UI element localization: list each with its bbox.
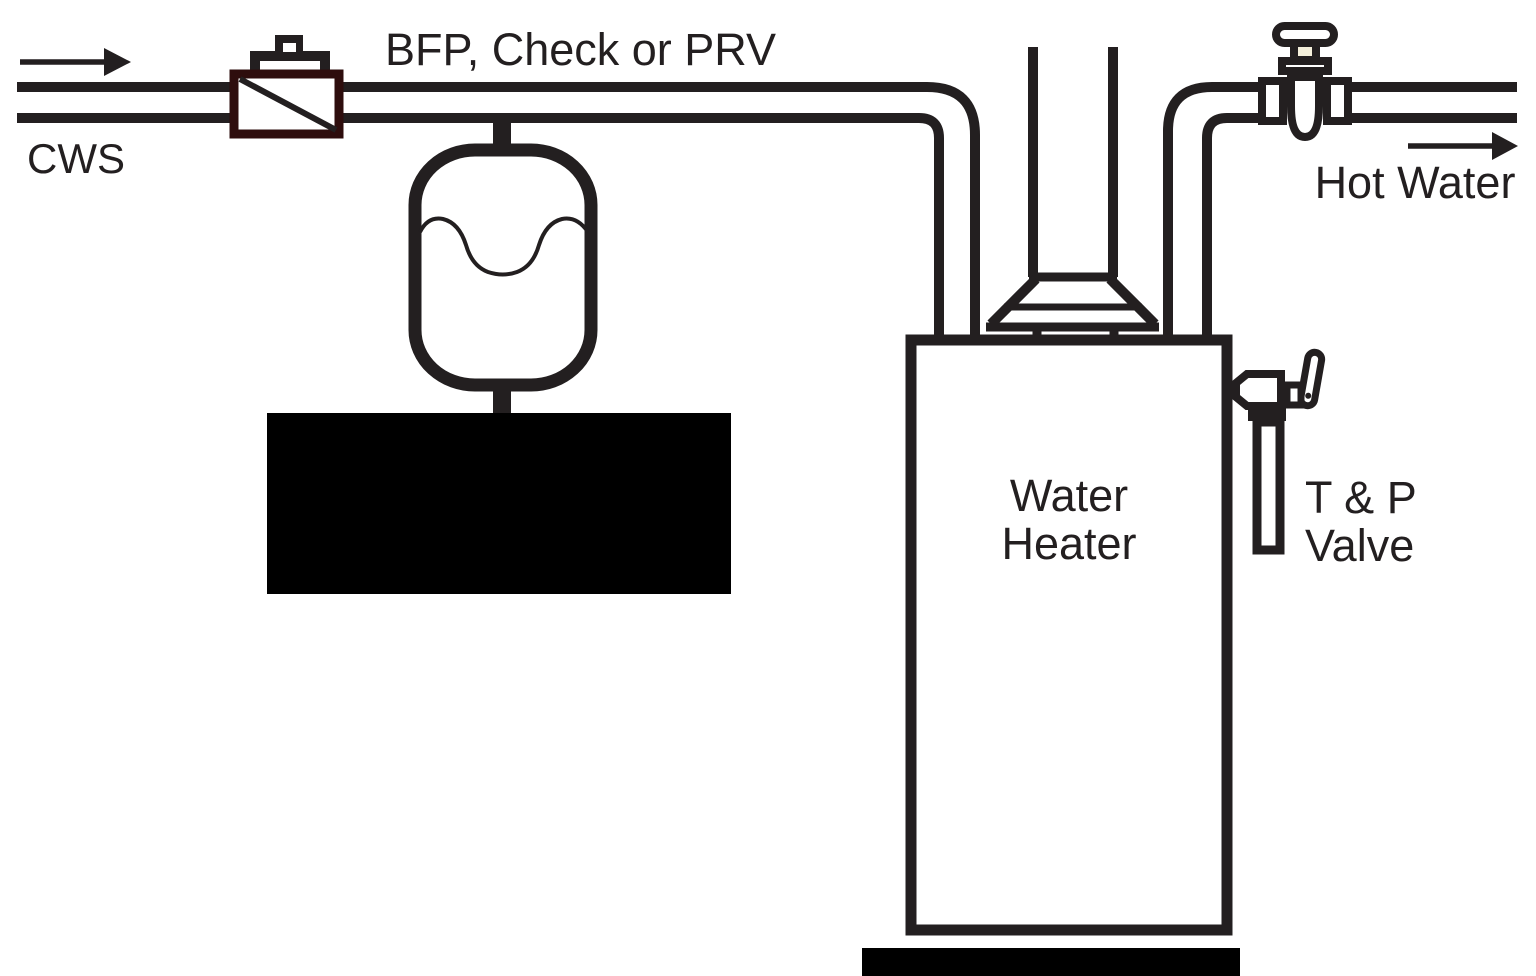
valve-union-right — [1323, 77, 1352, 125]
tp-label-line1: T & P — [1305, 472, 1417, 523]
water-heater-tank: Water Heater — [905, 334, 1233, 936]
hot-water-pipe — [1163, 82, 1517, 340]
bfp-bonnet-bracket — [250, 51, 330, 72]
flue-vent-pipe — [1028, 47, 1118, 277]
tp-valve-elbow — [1248, 404, 1286, 421]
hot-water-flow-arrow-icon — [1408, 132, 1518, 160]
thermal-expansion-tank — [408, 114, 598, 414]
bfp-cap-notch — [283, 43, 296, 52]
hot-water-shutoff-valve — [1258, 22, 1352, 142]
bfp-diagonal — [238, 76, 338, 133]
tp-valve-body — [1232, 370, 1285, 410]
tp-valve-outlet — [1283, 381, 1305, 409]
discharge-pipe — [1252, 417, 1285, 555]
tank-shell — [408, 143, 598, 392]
bfp-label: BFP, Check or PRV — [385, 24, 776, 75]
cold-water-supply-pipe — [17, 82, 980, 340]
draft-hood — [986, 272, 1159, 341]
valve-center-body — [1287, 73, 1323, 142]
valve-handle — [1272, 22, 1338, 47]
water-heater-label-line2: Heater — [1001, 518, 1136, 569]
redaction-bar — [862, 948, 1240, 976]
hot-water-label: Hot Water — [1315, 157, 1516, 208]
tp-label-line2: Valve — [1305, 520, 1414, 571]
redaction-box — [267, 413, 731, 594]
cws-flow-arrow-icon — [20, 48, 131, 76]
valve-union-left — [1258, 77, 1287, 125]
bfp-check-prv-valve — [229, 35, 344, 139]
water-heater-body — [905, 334, 1233, 936]
cws-label: CWS — [27, 135, 125, 182]
water-heater-label-line1: Water — [1010, 470, 1128, 521]
tank-diaphragm-line — [418, 216, 590, 277]
valve-flange — [1278, 57, 1332, 75]
t-and-p-relief-valve — [1232, 348, 1326, 555]
tp-valve-lever — [1297, 348, 1326, 410]
